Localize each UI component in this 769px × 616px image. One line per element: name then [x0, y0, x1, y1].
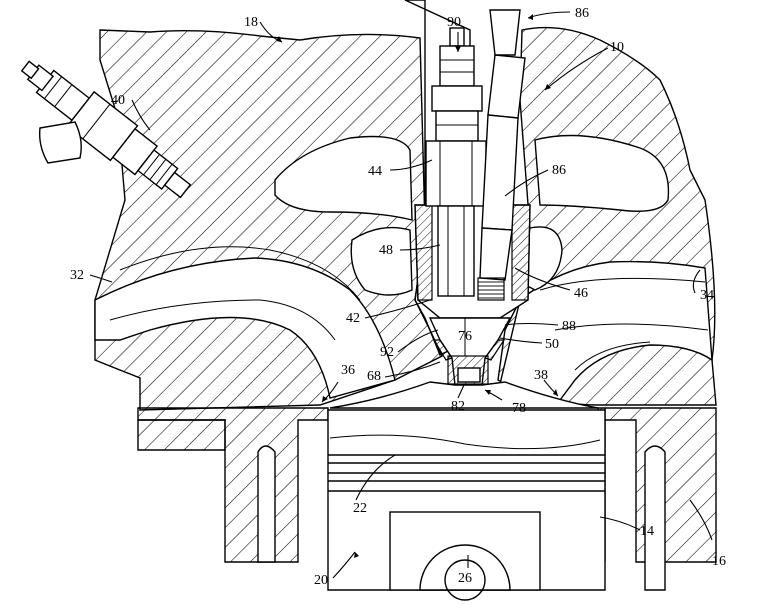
ref-38: 38: [534, 368, 548, 383]
cylinder-head: [94, 26, 717, 411]
ref-48: 48: [379, 243, 393, 258]
ref-20: 20: [314, 573, 328, 588]
fuel-injector: [20, 60, 192, 199]
ref-88: 88: [562, 319, 576, 334]
ref-14: 14: [640, 524, 654, 539]
ref-82: 82: [451, 399, 465, 414]
ref-50: 50: [545, 337, 559, 352]
ref-68: 68: [367, 369, 381, 384]
leader-arrowheads: [276, 14, 558, 558]
ref-10: 10: [610, 40, 624, 55]
ref-86-top: 86: [575, 6, 589, 21]
ref-44: 44: [368, 164, 382, 179]
pre-chamber-assembly: [404, 0, 531, 386]
ref-92: 92: [380, 345, 394, 360]
injector-connector: [38, 121, 82, 164]
igniter-body: [425, 140, 487, 207]
ref-90: 90: [447, 15, 461, 30]
combustion-chamber: [329, 381, 599, 409]
piston: [327, 409, 606, 601]
wrist-pin-boss: [419, 544, 511, 591]
pre-chamber-injector-line: [489, 9, 521, 56]
ref-36: 36: [341, 363, 355, 378]
ref-78: 78: [512, 401, 526, 416]
igniter-terminal: [439, 45, 475, 87]
ref-34: 34: [700, 288, 714, 303]
ref-46: 46: [574, 286, 588, 301]
ref-32: 32: [70, 268, 84, 283]
ref-18: 18: [244, 15, 258, 30]
igniter-top-cap: [449, 27, 465, 47]
ref-86-mid: 86: [552, 163, 566, 178]
ref-40: 40: [111, 93, 125, 108]
ref-16: 16: [712, 554, 726, 569]
reference-numerals: 18 90 86 10 40 44 86 48 32 46 34 42 88 7…: [70, 6, 726, 588]
cylinder-block: [137, 381, 717, 591]
ref-76: 76: [458, 329, 472, 344]
ref-42: 42: [346, 311, 360, 326]
ref-22: 22: [353, 501, 367, 516]
ref-26: 26: [458, 571, 472, 586]
